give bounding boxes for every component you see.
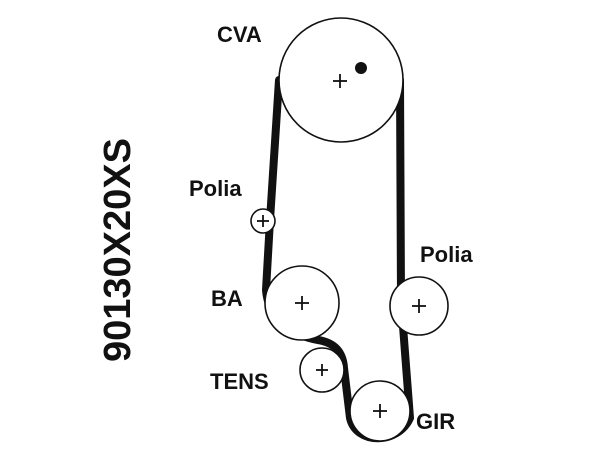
label-cva: CVA [217,22,262,47]
label-polia-left: Polia [189,176,242,201]
pulley-gir [349,380,411,442]
pulley-polia-right [389,276,449,336]
pulley-ba [264,265,340,341]
label-tens: TENS [210,369,269,394]
timing-mark-dot-icon [355,62,367,74]
label-ba: BA [211,286,243,311]
part-code: 90130X20XS [97,138,139,362]
label-gir: GIR [416,409,455,434]
pulley-cva-circle [278,17,404,143]
pulley-cva [278,17,404,143]
pulley-tens [299,347,345,393]
pulley-polia-left [250,208,276,234]
label-polia-right: Polia [420,242,473,267]
